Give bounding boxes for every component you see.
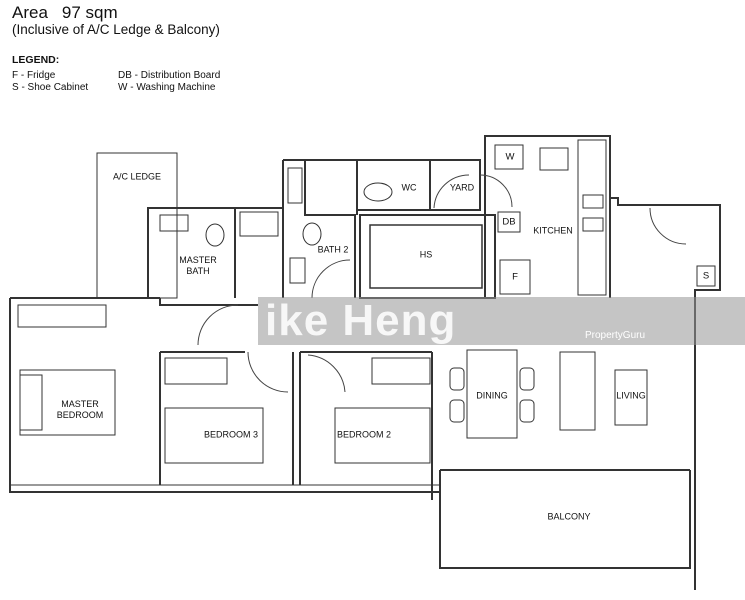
stove-top	[582, 194, 604, 209]
bedroom2-bed	[334, 407, 431, 464]
door-swing	[311, 259, 351, 299]
area-subtitle: (Inclusive of A/C Ledge & Balcony)	[12, 22, 220, 37]
ac-ledge-label: A/C LEDGE	[112, 171, 162, 182]
bedroom2-label: BEDROOM 2	[336, 429, 392, 440]
kitchen-sink	[539, 147, 569, 171]
balcony-walls	[439, 470, 691, 569]
entrance-walls	[610, 197, 721, 590]
door-swings	[197, 174, 687, 393]
sofa	[559, 351, 596, 431]
bath2-shower	[287, 167, 303, 204]
bedroom2-wardrobe	[371, 357, 431, 385]
wc-yard-walls	[357, 159, 481, 211]
door-swing	[479, 174, 513, 208]
dining-table	[466, 349, 518, 439]
washing-machine-label: W	[505, 151, 515, 163]
legend-title: LEGEND:	[12, 54, 60, 66]
watermark-band	[258, 297, 745, 345]
door-swing	[307, 354, 346, 393]
kitchen-walls	[484, 135, 611, 298]
area-value: 97 sqm	[61, 3, 118, 22]
wc-toilet	[363, 182, 393, 202]
watermark-text: ike Heng	[265, 296, 457, 345]
door-swing	[197, 304, 239, 346]
yard-label: YARD	[449, 182, 475, 193]
bath2-basin	[289, 257, 306, 284]
bedroom3-wardrobe	[164, 357, 228, 385]
bedroom-partitions	[159, 352, 433, 500]
corridor-wall	[159, 298, 258, 306]
dining-chair	[519, 367, 535, 391]
master-wardrobe	[17, 304, 107, 328]
dining-chair	[519, 399, 535, 423]
legend-item-shoe-cabinet: S - Shoe Cabinet	[12, 82, 89, 93]
area-label: Area	[12, 3, 48, 22]
area-heading: Area 97 sqm	[12, 3, 118, 23]
legend-item-washing-machine: W - Washing Machine	[118, 82, 216, 93]
stove-bottom	[582, 217, 604, 232]
master-shower	[239, 211, 279, 237]
hs-inner	[369, 224, 483, 289]
db-box	[497, 211, 521, 233]
master-bedroom-label: MASTER BEDROOM	[56, 399, 104, 420]
living-label: LIVING	[616, 390, 646, 401]
bedroom3-label: BEDROOM 3	[203, 429, 259, 440]
distribution-board-label: DB	[502, 216, 516, 228]
balcony-label: BALCONY	[547, 511, 591, 522]
kitchen-counter	[577, 139, 607, 296]
watermark-site: PropertyGuru	[585, 330, 646, 341]
master-bath-vanity	[159, 214, 189, 232]
bath2-label: BATH 2	[317, 244, 349, 255]
fridge-label: F	[512, 271, 518, 283]
fridge-box	[499, 259, 531, 295]
kitchen-label: KITCHEN	[533, 225, 573, 236]
legend-item-fridge: F - Fridge	[12, 70, 56, 81]
door-swing	[649, 207, 687, 245]
door-swing	[433, 174, 470, 209]
walls	[9, 135, 721, 590]
coffee-table	[614, 369, 648, 426]
dining-label: DINING	[476, 390, 508, 401]
shoe-cabinet-label: S	[702, 270, 710, 282]
master-bed-headboard	[19, 374, 43, 431]
master-bath-toilet	[205, 223, 225, 247]
hs-label: HS	[419, 249, 433, 260]
master-bath-label: MASTER BATH	[179, 255, 217, 276]
master-bath-walls	[147, 207, 284, 298]
bath2-walls	[282, 160, 356, 298]
furniture	[17, 139, 716, 464]
dining-chair	[449, 367, 465, 391]
wc-label: WC	[401, 182, 417, 193]
legend-item-distribution-board: DB - Distribution Board	[118, 70, 221, 81]
bedroom3-bed	[164, 407, 264, 464]
bath2-toilet	[302, 222, 322, 246]
washing-machine-box	[494, 144, 524, 170]
dining-chair	[449, 399, 465, 423]
exterior-west	[9, 297, 440, 493]
door-swing	[247, 351, 289, 393]
shoe-cabinet-box	[696, 265, 716, 287]
